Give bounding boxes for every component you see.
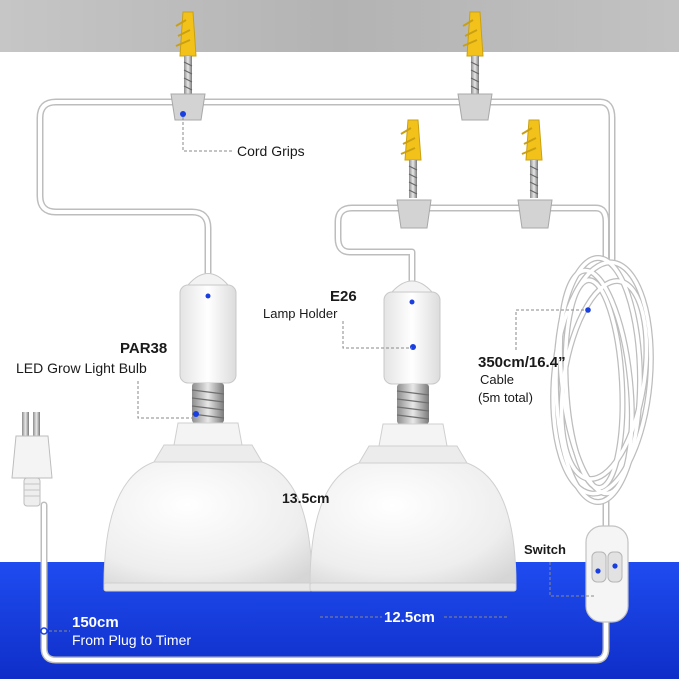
label-width: 12.5cm bbox=[384, 609, 435, 626]
cord-grip-2 bbox=[457, 93, 493, 121]
label-switch: Switch bbox=[524, 542, 566, 557]
label-bulb: LED Grow Light Bulb bbox=[16, 360, 147, 376]
anchor-screw-3 bbox=[400, 119, 422, 198]
label-plug-to-timer: From Plug to Timer bbox=[72, 632, 192, 648]
lamp-right bbox=[309, 280, 517, 592]
cable-coil bbox=[550, 255, 654, 505]
lamp-left bbox=[103, 273, 313, 592]
cords bbox=[36, 98, 616, 664]
ceiling bbox=[0, 0, 679, 52]
label-cable-total: (5m total) bbox=[478, 390, 533, 405]
cord-grip-dot bbox=[180, 111, 186, 117]
label-par38: PAR38 bbox=[120, 340, 168, 357]
cord-grip-4 bbox=[517, 199, 553, 229]
inline-switch bbox=[585, 525, 629, 623]
leader-lines bbox=[44, 117, 596, 632]
label-plug-length: 150cm bbox=[72, 614, 119, 631]
cord-grip-1 bbox=[170, 93, 206, 121]
plug bbox=[11, 412, 53, 507]
label-height: 13.5cm bbox=[282, 490, 330, 506]
anchor-screw-2 bbox=[462, 11, 484, 94]
lamp-shade-left bbox=[103, 461, 313, 586]
label-cord-grips: Cord Grips bbox=[237, 143, 305, 159]
label-cable-length: 350cm/16.4” bbox=[478, 354, 566, 371]
label-cable: Cable bbox=[480, 372, 514, 387]
anchor-screw-1 bbox=[175, 11, 197, 94]
cord-grip-3 bbox=[396, 199, 432, 229]
lamp-holder-left bbox=[179, 284, 237, 384]
label-e26: E26 bbox=[330, 288, 357, 305]
lamp-holder-right bbox=[383, 291, 441, 385]
anchor-screw-4 bbox=[521, 119, 543, 198]
label-lamp-holder: Lamp Holder bbox=[263, 306, 338, 321]
lamp-shade-right bbox=[309, 462, 517, 586]
